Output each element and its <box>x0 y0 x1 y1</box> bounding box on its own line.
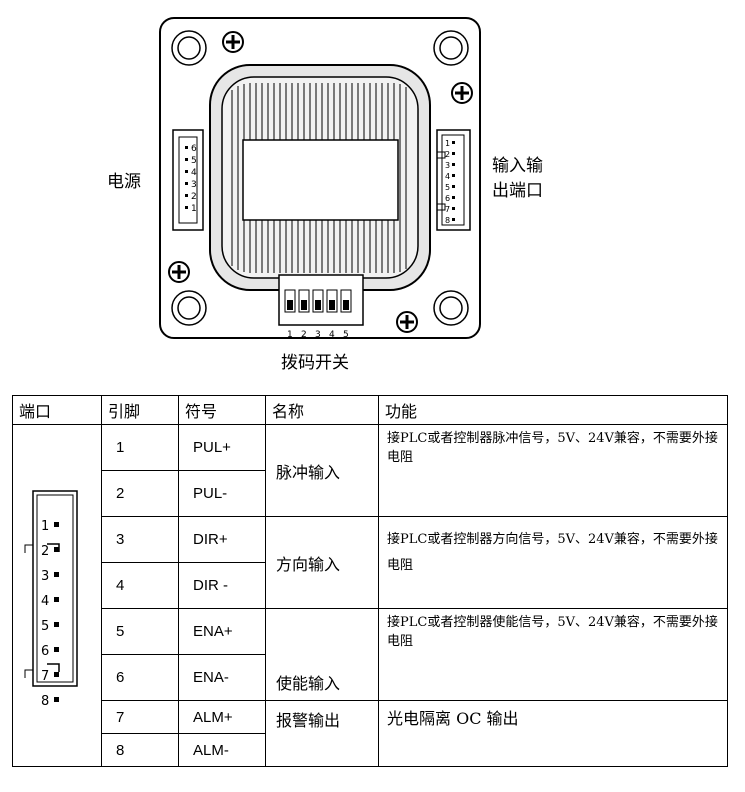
header-function: 功能 <box>378 395 728 425</box>
label-plate <box>242 139 399 221</box>
io-pin-6: 6 <box>445 194 450 203</box>
symbol-cell: ALM+ <box>178 700 266 734</box>
screw-icon-left <box>168 261 190 283</box>
io-pin-7: 7 <box>445 205 450 214</box>
io-pin-4: 4 <box>445 172 450 181</box>
dip-number-1: 1 <box>287 330 293 340</box>
table-header-row: 端口 引脚 符号 名称 功能 <box>12 395 728 425</box>
table-row: 1 2 3 4 5 6 7 8 <box>12 424 728 767</box>
group-name-alarm: 报警输出 <box>265 700 379 767</box>
header-pin: 引脚 <box>101 395 179 425</box>
port-connector-cell: 1 2 3 4 5 6 7 8 <box>12 424 102 767</box>
symbol-cell: DIR+ <box>178 516 266 563</box>
group-function-alarm: 光电隔离 OC 输出 <box>378 700 728 767</box>
mounting-hole-tl <box>171 30 207 66</box>
dip-number-4: 4 <box>329 330 335 340</box>
connector-pin-6: 6 <box>41 644 49 659</box>
power-pin-5: 5 <box>191 156 197 166</box>
power-pin-dots <box>185 146 188 209</box>
group-name-direction: 方向输入 <box>265 516 379 609</box>
screw-icon-bottom <box>396 311 418 333</box>
dip-switch <box>278 274 364 326</box>
table-row: 5 ENA+ 使能输入 接PLC或者控制器使能信号，5V、24V兼容，不需要外接… <box>13 608 728 701</box>
connector-pin-5: 5 <box>41 619 49 634</box>
pin-table: 端口 引脚 符号 名称 功能 1 2 3 4 5 6 7 8 <box>12 395 728 767</box>
label-io-line1: 输入输 <box>492 156 543 176</box>
table-row: 7 ALM+ 报警输出 光电隔离 OC 输出 <box>13 700 728 767</box>
power-pin-3: 3 <box>191 180 197 190</box>
io-pin-3: 3 <box>445 161 450 170</box>
connector-pin-2: 2 <box>41 544 49 559</box>
mounting-hole-br <box>433 290 469 326</box>
dip-number-3: 3 <box>315 330 321 340</box>
table-row: 3 DIR+ 方向输入 接PLC或者控制器方向信号，5V、24V兼容，不需要外接… <box>13 516 728 609</box>
screw-icon-top <box>222 31 244 53</box>
group-function-enable: 接PLC或者控制器使能信号，5V、24V兼容，不需要外接电阻 <box>378 608 728 701</box>
dip-number-5: 5 <box>343 330 349 340</box>
symbol-cell: DIR - <box>178 562 266 609</box>
pin-cell: 2 <box>101 470 179 517</box>
screw-icon-right <box>451 82 473 104</box>
connector-pin-3: 3 <box>41 569 49 584</box>
group-function-direction: 接PLC或者控制器方向信号，5V、24V兼容，不需要外接电阻 <box>378 516 728 609</box>
label-dip-switch: 拨码开关 <box>281 353 349 373</box>
pin-cell: 8 <box>101 733 179 767</box>
connector-pin-7: 7 <box>41 669 49 684</box>
io-connector <box>436 129 471 231</box>
io-connector-icon: 1 2 3 4 5 6 7 8 <box>24 489 78 709</box>
mounting-hole-tr <box>433 30 469 66</box>
label-power: 电源 <box>107 172 141 192</box>
group-name-pulse: 脉冲输入 <box>265 424 379 517</box>
power-pin-4: 4 <box>191 168 197 178</box>
driver-diagram: 6 5 4 3 2 1 1 2 3 4 5 6 7 8 <box>107 17 543 373</box>
symbol-cell: ENA+ <box>178 608 266 655</box>
io-pin-dots <box>452 141 455 221</box>
symbol-cell: ALM- <box>178 733 266 767</box>
header-name: 名称 <box>265 395 379 425</box>
pin-cell: 4 <box>101 562 179 609</box>
connector-pin-8: 8 <box>41 694 49 709</box>
io-pin-1: 1 <box>445 139 450 148</box>
connector-pin-4: 4 <box>41 594 49 609</box>
power-pin-2: 2 <box>191 192 197 202</box>
pin-cell: 3 <box>101 516 179 563</box>
header-port: 端口 <box>12 395 102 425</box>
pin-cell: 1 <box>101 424 179 471</box>
power-pin-1: 1 <box>191 204 197 214</box>
pin-cell: 5 <box>101 608 179 655</box>
connector-pin-1: 1 <box>41 519 49 534</box>
pin-cell: 7 <box>101 700 179 734</box>
dip-number-2: 2 <box>301 330 307 340</box>
mounting-hole-bl <box>171 290 207 326</box>
io-pin-5: 5 <box>445 183 450 192</box>
io-pin-8: 8 <box>445 216 450 225</box>
power-connector <box>172 129 204 231</box>
group-function-pulse: 接PLC或者控制器脉冲信号，5V、24V兼容，不需要外接电阻 <box>378 424 728 517</box>
pin-cell: 6 <box>101 654 179 701</box>
table-row: 2 PUL- <box>13 470 728 517</box>
group-name-enable: 使能输入 <box>265 608 379 701</box>
table-row: 4 DIR - <box>13 562 728 609</box>
power-pin-6: 6 <box>191 144 197 154</box>
table-row: 8 ALM- <box>13 733 728 767</box>
symbol-cell: PUL+ <box>178 424 266 471</box>
header-symbol: 符号 <box>178 395 266 425</box>
label-io-line2: 出端口 <box>492 181 543 201</box>
symbol-cell: ENA- <box>178 654 266 701</box>
symbol-cell: PUL- <box>178 470 266 517</box>
io-pin-2: 2 <box>445 150 450 159</box>
